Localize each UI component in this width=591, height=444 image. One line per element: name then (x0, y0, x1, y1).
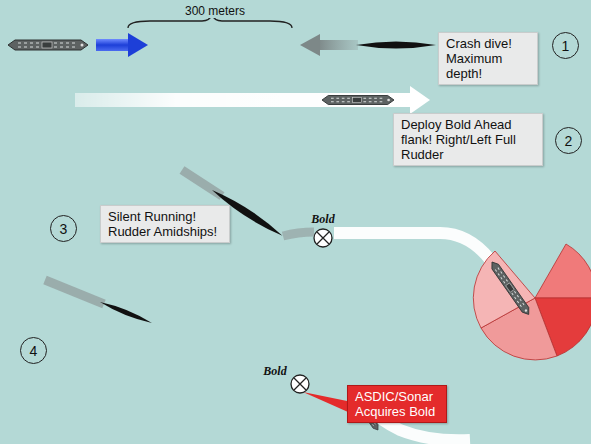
escort-ship (356, 42, 436, 49)
callout-number: 2 (565, 133, 573, 149)
submarine (322, 96, 394, 105)
submarine-wake (334, 233, 492, 262)
order-box: Deploy Bold Ahead flank! Right/Left Full… (393, 113, 543, 166)
callout-number: 3 (50, 215, 77, 242)
ship-wake (45, 280, 104, 304)
order-box: Crash dive! Maximum depth! (438, 32, 538, 85)
box-text: Crash dive! Maximum depth! (446, 36, 530, 81)
white-arrow (75, 86, 430, 114)
box-text: Silent Running! Rudder Amidships! (108, 209, 222, 239)
decoy-label: Bold (263, 364, 286, 379)
callout-number: 4 (30, 343, 38, 359)
callout-number: 1 (562, 38, 570, 54)
submarine (8, 40, 88, 50)
box-text: ASDIC/Sonar Acquires Bold (355, 389, 439, 419)
sonar-beam (303, 392, 352, 412)
escort-ship (99, 300, 153, 326)
decoy-label: Bold (311, 212, 334, 227)
bold-decoy (291, 375, 309, 393)
alert-box: ASDIC/Sonar Acquires Bold (347, 385, 447, 423)
blue-arrow (96, 33, 148, 57)
order-box: Silent Running! Rudder Amidships! (100, 205, 230, 243)
callout-number: 3 (60, 221, 68, 237)
submarine (489, 260, 532, 317)
distance-label: 300 meters (182, 4, 248, 18)
grey-arrow (300, 34, 358, 56)
callout-number: 1 (552, 32, 579, 59)
sonar-sectors (473, 244, 591, 360)
callout-number: 4 (20, 337, 47, 364)
callout-number: 2 (555, 127, 582, 154)
box-text: Deploy Bold Ahead flank! Right/Left Full… (401, 117, 535, 162)
bold-decoy (314, 229, 332, 247)
ship-wake (283, 232, 314, 236)
